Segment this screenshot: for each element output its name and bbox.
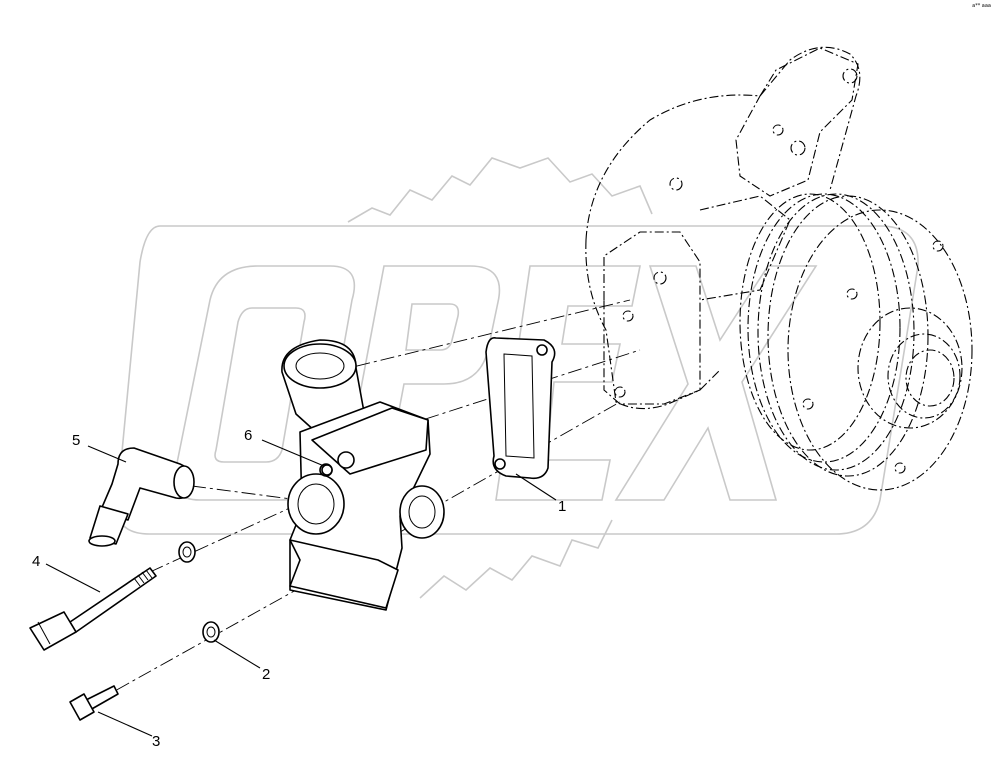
pulley-rear-rim xyxy=(739,193,881,451)
leader-4 xyxy=(45,563,101,593)
gasket-opening xyxy=(503,353,535,459)
watermark-letter-e xyxy=(495,265,641,501)
flange-hole-2 xyxy=(622,310,634,322)
washer-upper-hole xyxy=(182,546,192,558)
flange-hole-3 xyxy=(614,386,626,398)
washer-lower xyxy=(202,621,220,643)
callout-numbers: 1 2 3 4 5 6 xyxy=(32,427,566,750)
flange-hole-1 xyxy=(653,271,667,285)
housing-top-pipe-bore xyxy=(295,352,345,380)
housing-front-port-bore xyxy=(408,495,436,529)
water-pump xyxy=(585,46,973,491)
housing-side-port-bore xyxy=(297,483,335,525)
leader-6 xyxy=(261,439,325,467)
pulley-front-face xyxy=(787,209,973,491)
stud-sleeve-edge xyxy=(37,621,51,645)
stud xyxy=(29,567,157,651)
washers xyxy=(178,541,220,643)
washer-upper xyxy=(178,541,196,563)
washer-lower-hole xyxy=(206,626,216,638)
pulley-hub-inner xyxy=(887,333,961,419)
pulley-hub-outer xyxy=(857,307,963,429)
pulley-bolt-1 xyxy=(932,240,944,252)
gasket-outline xyxy=(485,336,556,480)
watermark-frame xyxy=(116,225,919,535)
elbow-fitting xyxy=(88,447,195,547)
bolt xyxy=(69,685,119,721)
callout-6: 6 xyxy=(244,427,252,444)
watermark-letter-x xyxy=(614,265,818,501)
housing-side-port xyxy=(287,473,345,535)
watermark-letter-o xyxy=(173,265,356,501)
housing-boss-hole xyxy=(337,451,355,469)
pulley-groove-3 xyxy=(767,195,929,477)
stud-shaft xyxy=(69,567,157,633)
callout-4: 4 xyxy=(32,553,40,570)
corner-label: a** aaa xyxy=(972,3,991,9)
elbow-end xyxy=(173,465,195,499)
pulley-groove-2 xyxy=(757,193,915,471)
watermark-letters xyxy=(173,265,818,501)
leader-5 xyxy=(87,445,127,463)
callout-5: 5 xyxy=(72,432,80,449)
stud-thread xyxy=(133,569,153,587)
elbow-stem xyxy=(89,505,129,545)
housing-top-pipe-mouth xyxy=(283,343,357,389)
housing-outlet-stub xyxy=(289,539,399,609)
gasket xyxy=(485,336,556,480)
flange-hole-4 xyxy=(669,177,683,191)
bracket-hole-top xyxy=(842,68,858,84)
housing-front-port xyxy=(399,485,445,539)
watermark xyxy=(116,157,919,599)
watermark-gear-outline xyxy=(347,157,653,599)
leader-lines xyxy=(45,439,557,737)
thermostat-housing xyxy=(281,339,445,611)
gasket-hole-top xyxy=(536,344,548,356)
pump-body-neck xyxy=(699,195,791,301)
leader-1 xyxy=(515,473,557,501)
stud-sleeve xyxy=(29,611,77,651)
bracket-hole-low xyxy=(772,124,784,136)
pump-flange xyxy=(603,231,701,405)
leader-3 xyxy=(97,711,153,737)
bolt-head xyxy=(69,693,95,721)
pulley-bolt-4 xyxy=(894,462,906,474)
pulley-bolt-2 xyxy=(846,288,858,300)
pump-housing-outline xyxy=(585,46,861,410)
gasket-hole-bottom xyxy=(494,458,506,470)
callout-3: 3 xyxy=(152,733,160,750)
leader-2 xyxy=(213,639,261,669)
pulley-hub-bore xyxy=(905,349,955,407)
pulley-groove-1 xyxy=(747,193,901,463)
pulley-bolt-3 xyxy=(802,398,814,410)
callout-1: 1 xyxy=(558,498,566,515)
callout-2: 2 xyxy=(262,666,270,683)
pump-bracket xyxy=(735,47,859,197)
sensor-body xyxy=(321,464,333,476)
elbow-stem-tip xyxy=(88,535,116,547)
sensor xyxy=(321,464,333,476)
bracket-hole-mid xyxy=(790,140,806,156)
